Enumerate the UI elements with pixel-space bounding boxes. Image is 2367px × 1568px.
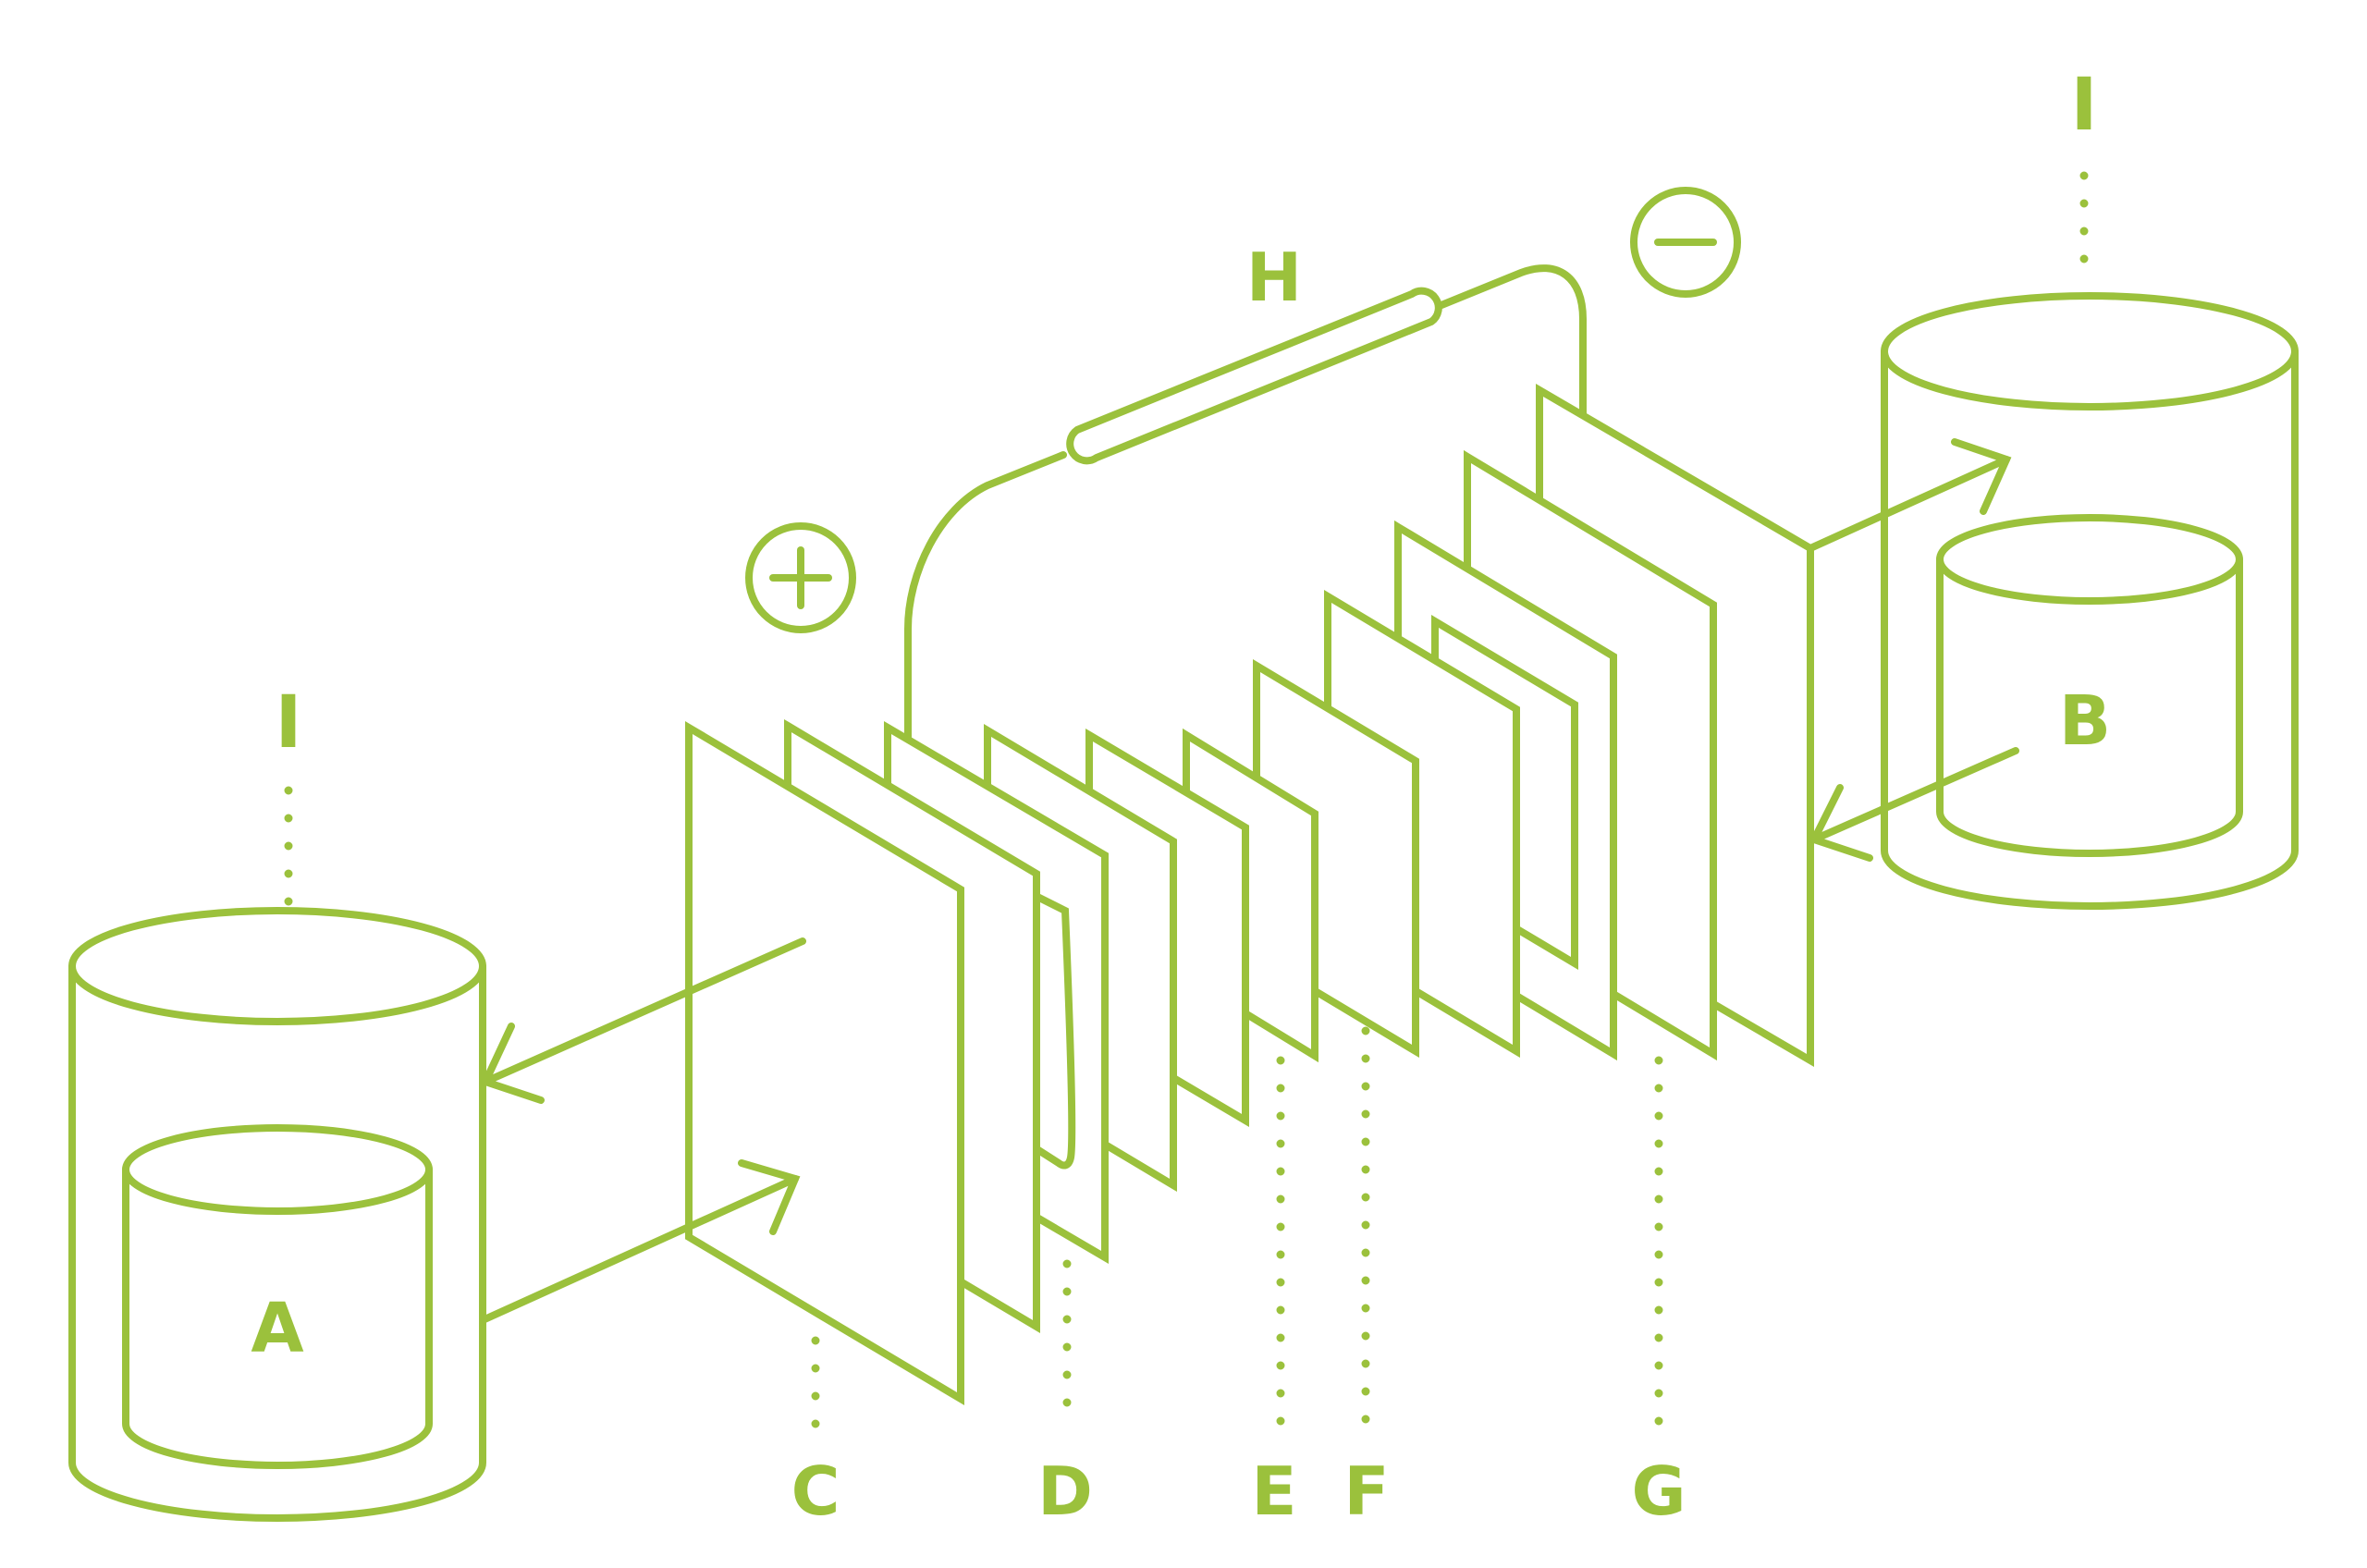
flow-arrows	[479, 438, 2019, 1324]
g-label: G	[1631, 1452, 1686, 1530]
flow-line-a-in	[479, 1175, 799, 1324]
flow-line-b-out	[1810, 747, 2019, 843]
negative-terminal	[1630, 187, 1741, 298]
tank-a-label: A	[251, 1289, 303, 1368]
external-circuit: H	[904, 239, 1587, 780]
arrowhead-b-in	[1951, 438, 2012, 515]
arrowhead-b-out	[1809, 784, 1873, 862]
tank-b: B	[1881, 292, 2299, 910]
arrowhead-a-in	[738, 1159, 801, 1235]
tank-a: A	[68, 907, 486, 1522]
d-label: D	[1037, 1452, 1093, 1530]
arrowhead-a-out	[480, 1023, 545, 1104]
cell-stack	[685, 384, 1814, 1406]
tank-b-label: B	[2059, 681, 2111, 761]
bus-bar	[1066, 287, 1442, 465]
front-end-plate	[685, 720, 964, 1406]
i-label-left: I	[275, 681, 301, 765]
leader-lines	[811, 1026, 1663, 1433]
i-label-right: I	[2070, 64, 2097, 147]
i-label-right-group: I	[2070, 64, 2098, 291]
c-label: C	[791, 1452, 840, 1530]
e-label: E	[1251, 1452, 1296, 1530]
f-label: F	[1343, 1452, 1389, 1530]
flow-line-a-out	[482, 937, 806, 1085]
component-labels: C D E F G	[791, 1452, 1686, 1530]
h-label: H	[1246, 239, 1302, 316]
positive-terminal	[745, 522, 856, 633]
i-label-left-group: I	[275, 681, 302, 911]
flow-line-b-in	[1807, 456, 2010, 552]
